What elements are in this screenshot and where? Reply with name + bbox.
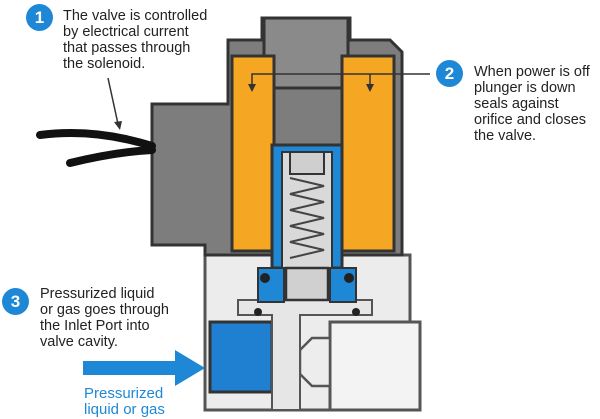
inlet-port	[208, 320, 274, 394]
plunger-seal	[284, 266, 330, 302]
electrical-cable-lower	[66, 146, 156, 167]
o-ring-right-top	[344, 273, 354, 283]
callout-3-badge: 3	[2, 288, 29, 315]
callout-1-line: the solenoid.	[63, 56, 146, 72]
callout-3-line: the Inlet Port into	[40, 318, 150, 334]
callout-3-line: or gas goes through	[40, 302, 169, 318]
callout-1-badge: 1	[26, 4, 53, 31]
callout-1-line: that passes through	[63, 40, 191, 56]
o-ring-right-bottom	[352, 308, 360, 316]
coil-right	[340, 54, 396, 253]
callout-2-line: When power is off	[474, 64, 590, 80]
flow-arrow-shaft	[83, 361, 175, 375]
arrowhead-left-coil	[248, 84, 256, 92]
callout-2-leader	[251, 73, 430, 86]
flow-arrow-head	[175, 350, 205, 386]
callout-2-line: orifice and closes	[474, 112, 587, 128]
callout-2-line: seals against	[474, 96, 559, 112]
callout-2-line: plunger is down	[474, 80, 576, 96]
flow-label: Pressurized liquid or gas	[84, 386, 165, 418]
callout-3-line: Pressurized liquid	[40, 286, 155, 302]
arrowhead-cable	[114, 121, 122, 130]
outlet-port	[328, 320, 422, 412]
top-cap	[262, 16, 350, 90]
callout-3-line: valve cavity.	[40, 334, 118, 350]
callout-1-line: The valve is controlled	[63, 8, 208, 24]
plunger-head	[289, 151, 325, 175]
arrowhead-right-coil	[366, 84, 374, 92]
callout-2-badge: 2	[436, 60, 463, 87]
callout-1-line: by electrical current	[63, 24, 189, 40]
outlet-nozzle	[298, 336, 332, 388]
seal-right	[329, 267, 357, 303]
electrical-cable-upper	[36, 129, 156, 150]
flow-label-line: Pressurized	[84, 385, 164, 402]
callout-1-leader	[107, 77, 119, 125]
spring	[289, 177, 325, 259]
seal-left	[257, 267, 285, 303]
o-ring-left-bottom	[254, 308, 262, 316]
callout-2-line: the valve.	[474, 128, 537, 144]
callout-3-text: Pressurized liquid or gas goes through t…	[40, 286, 169, 350]
callout-2-text: When power is off plunger is down seals …	[474, 64, 590, 144]
flow-label-line: liquid or gas	[84, 401, 165, 418]
callout-1-text: The valve is controlled by electrical cu…	[63, 8, 207, 72]
o-ring-left-top	[260, 273, 270, 283]
